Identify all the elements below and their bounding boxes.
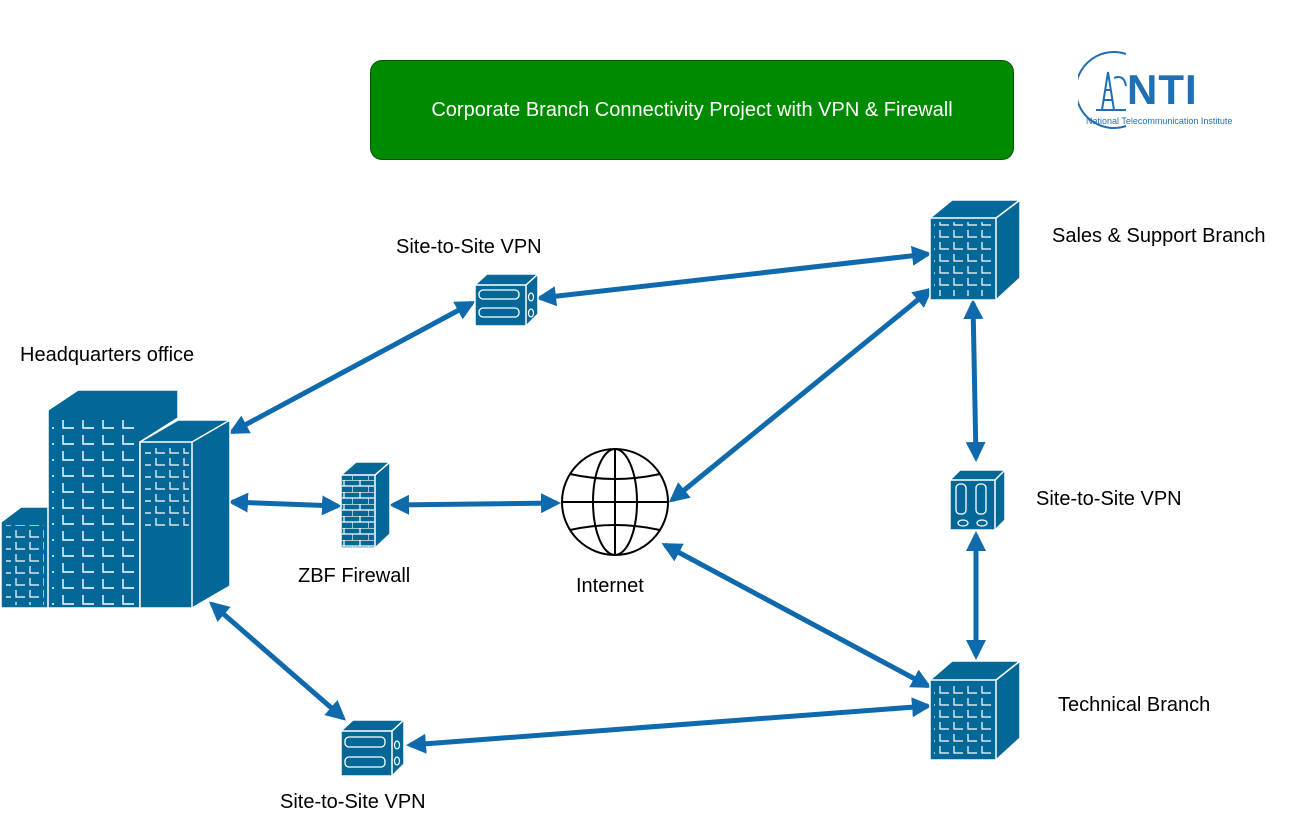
diagram-title: Corporate Branch Connectivity Project wi…	[431, 98, 953, 121]
sales-branch-label: Sales & Support Branch	[1052, 225, 1266, 247]
title-banner: Corporate Branch Connectivity Project wi…	[370, 60, 1014, 160]
logo-subtitle: National Telecommunication Institute	[1086, 116, 1233, 126]
internet-globe-icon	[561, 448, 669, 556]
headquarters-label: Headquarters office	[20, 344, 195, 366]
link-vpn-bottom-technical	[406, 697, 932, 754]
nti-logo	[1078, 51, 1127, 129]
link-hq-firewall	[228, 492, 342, 516]
vpn-top-device-icon	[474, 273, 539, 327]
link-hq-vpn-bottom	[208, 601, 347, 721]
link-internet-technical	[661, 542, 932, 689]
link-sales-vpn-right	[963, 299, 986, 462]
logo-text: NTI	[1127, 66, 1198, 113]
link-internet-sales	[668, 287, 934, 503]
firewall-label: ZBF Firewall	[298, 565, 411, 587]
vpn-bottom-label: Site-to-Site VPN	[280, 791, 426, 813]
link-firewall-internet	[389, 493, 561, 515]
vpn-right-device-icon	[949, 469, 1006, 531]
link-vpn-top-sales	[536, 245, 932, 307]
firewall-icon	[340, 461, 391, 549]
vpn-bottom-device-icon	[340, 719, 405, 777]
vpn-right-label: Site-to-Site VPN	[1036, 488, 1182, 510]
sales-branch-building-icon	[929, 199, 1021, 301]
connections	[208, 245, 986, 754]
vpn-top-label: Site-to-Site VPN	[396, 236, 542, 258]
technical-branch-label: Technical Branch	[1058, 694, 1211, 716]
link-hq-vpn-top	[228, 300, 476, 435]
internet-label: Internet	[576, 575, 644, 597]
technical-branch-building-icon	[929, 660, 1021, 761]
headquarters-building-icon	[0, 389, 231, 609]
